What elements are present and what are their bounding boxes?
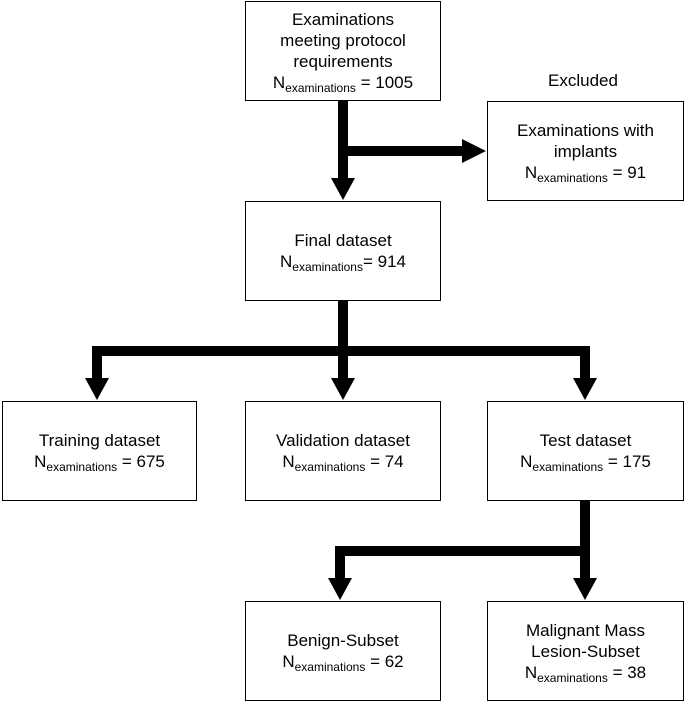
- box-text-line: Lesion-Subset: [531, 641, 640, 661]
- box-protocol: Examinations meeting protocol requirements…: [245, 1, 441, 101]
- count-value: = 675: [117, 452, 165, 471]
- count-symbol: N: [282, 652, 295, 671]
- count-symbol: N: [524, 162, 538, 182]
- arrow-to-validation: [331, 378, 355, 400]
- count-line: Nexaminations = 675: [34, 451, 165, 474]
- count-line: Nexaminations = 175: [520, 451, 651, 474]
- count-value: = 62: [365, 652, 404, 671]
- count-subscript: examinations: [537, 170, 608, 185]
- box-text-line: Benign-Subset: [287, 631, 399, 650]
- count-symbol: N: [279, 252, 293, 271]
- count-symbol: N: [524, 662, 538, 682]
- box-text-line: Training dataset: [38, 431, 161, 450]
- box-text-line: implants: [553, 141, 618, 161]
- count-subscript: examinations: [285, 81, 356, 95]
- count-subscript: examinations: [46, 460, 118, 474]
- box-text-line: Final dataset: [294, 231, 392, 250]
- count-symbol: N: [282, 452, 295, 471]
- count-value: = 38: [607, 662, 647, 682]
- count-subscript: examinations: [294, 460, 366, 474]
- box-text-line: Test dataset: [539, 431, 632, 450]
- box-text-line: Validation dataset: [276, 431, 410, 450]
- count-value: = 175: [603, 452, 651, 471]
- arrow-to-training: [85, 378, 109, 400]
- arrow-to-benign: [328, 578, 352, 600]
- count-line: Nexaminations = 38: [524, 662, 647, 685]
- count-symbol: N: [34, 452, 47, 471]
- count-symbol: N: [272, 73, 286, 92]
- count-line: Nexaminations = 91: [524, 162, 647, 185]
- count-line: Nexaminations = 1005: [272, 72, 414, 95]
- count-symbol: N: [520, 452, 533, 471]
- count-value: = 74: [365, 452, 404, 471]
- count-line: Nexaminations = 62: [282, 651, 404, 674]
- count-line: Nexaminations= 914: [279, 251, 406, 274]
- count-value: = 914: [362, 252, 406, 271]
- arrow-to-final: [331, 178, 355, 200]
- arrow-to-excluded: [462, 139, 486, 163]
- box-text-line: Examinations with: [516, 120, 654, 140]
- count-value: = 91: [607, 162, 647, 182]
- count-value: = 1005: [355, 73, 414, 92]
- arrow-to-test: [573, 378, 597, 400]
- count-subscript: examinations: [292, 260, 363, 274]
- arrow-to-malignant: [573, 578, 597, 600]
- box-text-line: requirements: [293, 52, 393, 71]
- count-subscript: examinations: [537, 670, 608, 685]
- count-subscript: examinations: [532, 460, 604, 474]
- box-text-line: Malignant Mass: [525, 620, 646, 640]
- excluded-label: Excluded: [548, 71, 618, 90]
- count-subscript: examinations: [294, 660, 366, 674]
- box-text-line: meeting protocol: [280, 31, 406, 50]
- count-line: Nexaminations = 74: [282, 451, 404, 474]
- box-text-line: Examinations: [291, 10, 395, 29]
